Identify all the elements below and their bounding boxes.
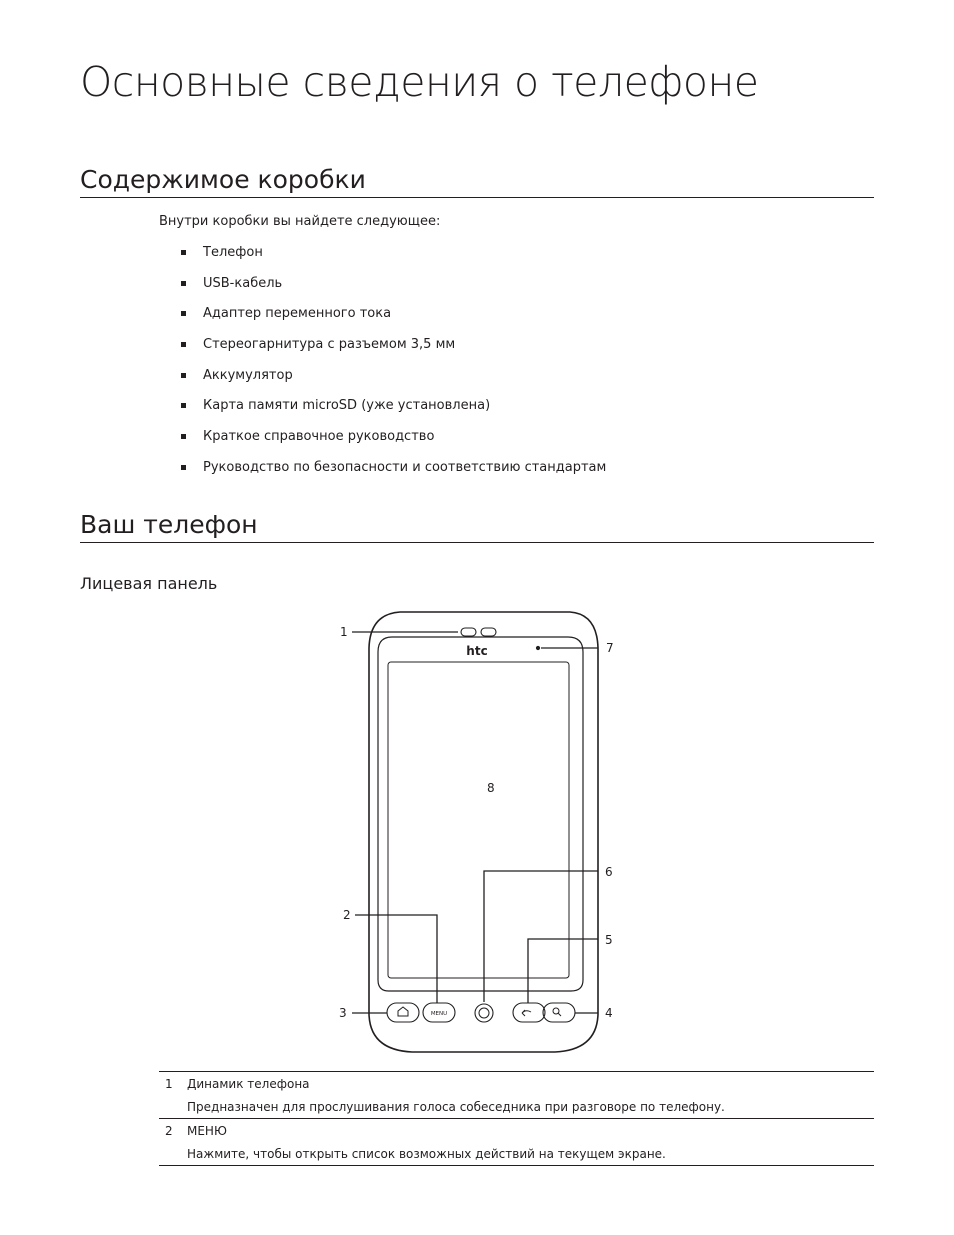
back-button bbox=[512, 1002, 546, 1023]
menu-key-label: MENU bbox=[431, 1011, 447, 1017]
list-item-label: Карта памяти microSD (уже установлена) bbox=[203, 398, 491, 414]
list-item: Карта памяти microSD (уже установлена) bbox=[159, 396, 606, 427]
section-divider bbox=[80, 542, 874, 543]
bullet-icon bbox=[181, 250, 186, 255]
bullet-icon bbox=[181, 280, 186, 286]
list-item-label: Аккумулятор bbox=[203, 367, 293, 383]
bullet-icon bbox=[181, 434, 186, 440]
box-contents-list: Телефон USB-кабель Адаптер переменного т… bbox=[159, 243, 606, 489]
callout-line-6 bbox=[483, 870, 598, 1002]
bullet-icon bbox=[181, 372, 186, 378]
bullet-icon bbox=[181, 464, 186, 470]
callout-table: 1 Динамик телефона Предназначен для прос… bbox=[159, 1071, 874, 1166]
bullet-icon bbox=[181, 342, 186, 348]
callout-name: МЕНЮ bbox=[187, 1124, 227, 1138]
proximity-sensor bbox=[535, 645, 541, 651]
list-item: Краткое справочное руководство bbox=[159, 427, 606, 458]
callout-description: Предназначен для прослушивания голоса со… bbox=[187, 1100, 725, 1114]
list-item: Адаптер переменного тока bbox=[159, 304, 606, 335]
callout-number-3: 3 bbox=[339, 1006, 347, 1020]
list-item-label: USB-кабель bbox=[203, 275, 283, 291]
callout-name: Динамик телефона bbox=[187, 1077, 310, 1091]
search-icon bbox=[552, 1007, 560, 1015]
bullet-icon bbox=[181, 403, 186, 409]
callout-num: 2 bbox=[165, 1124, 173, 1138]
page-title: Основные сведения о телефоне bbox=[80, 58, 759, 106]
menu-button bbox=[422, 1002, 456, 1023]
trackball bbox=[474, 1003, 494, 1023]
callout-number-5: 5 bbox=[605, 933, 613, 947]
list-item: Телефон bbox=[159, 243, 606, 274]
table-row: 1 Динамик телефона Предназначен для прос… bbox=[159, 1071, 874, 1118]
callout-number-2: 2 bbox=[343, 908, 351, 922]
subheading-front-panel: Лицевая панель bbox=[80, 574, 218, 593]
bullet-icon bbox=[181, 311, 186, 317]
list-item-label: Телефон bbox=[203, 245, 263, 260]
callout-number-4: 4 bbox=[605, 1006, 613, 1020]
callout-num: 1 bbox=[165, 1077, 173, 1091]
list-item: Аккумулятор bbox=[159, 366, 606, 397]
callout-number-7: 7 bbox=[606, 641, 614, 655]
callout-line-2 bbox=[355, 914, 438, 1003]
phone-screen bbox=[387, 661, 570, 979]
section-heading-box-contents: Содержимое коробки bbox=[80, 165, 366, 194]
callout-description: Нажмите, чтобы открыть список возможных … bbox=[187, 1147, 666, 1161]
earpiece bbox=[460, 627, 477, 637]
list-item-label: Руководство по безопасности и соответств… bbox=[203, 459, 607, 475]
box-contents-intro: Внутри коробки вы найдете следующее: bbox=[159, 214, 441, 229]
brand-logo: htc bbox=[466, 644, 487, 658]
earpiece bbox=[480, 627, 497, 637]
callout-number-6: 6 bbox=[605, 865, 613, 879]
section-divider bbox=[80, 197, 874, 198]
callout-number-8: 8 bbox=[487, 781, 495, 795]
list-item: Руководство по безопасности и соответств… bbox=[159, 458, 606, 489]
callout-number-1: 1 bbox=[340, 625, 348, 639]
back-icon bbox=[521, 1009, 532, 1017]
callout-line-5 bbox=[527, 938, 598, 1003]
home-icon bbox=[397, 1006, 409, 1017]
table-row: 2 МЕНЮ Нажмите, чтобы открыть список воз… bbox=[159, 1118, 874, 1166]
list-item: Стереогарнитура с разъемом 3,5 мм bbox=[159, 335, 606, 366]
phone-bezel bbox=[377, 636, 584, 992]
phone-body bbox=[368, 611, 599, 1053]
home-button bbox=[386, 1002, 420, 1023]
trackball bbox=[478, 1007, 490, 1019]
list-item-label: Стереогарнитура с разъемом 3,5 мм bbox=[203, 337, 456, 353]
list-item-label: Краткое справочное руководство bbox=[203, 429, 435, 445]
list-item: USB-кабель bbox=[159, 274, 606, 305]
section-heading-your-phone: Ваш телефон bbox=[80, 510, 258, 539]
search-button bbox=[542, 1002, 576, 1023]
list-item-label: Адаптер переменного тока bbox=[203, 306, 392, 322]
